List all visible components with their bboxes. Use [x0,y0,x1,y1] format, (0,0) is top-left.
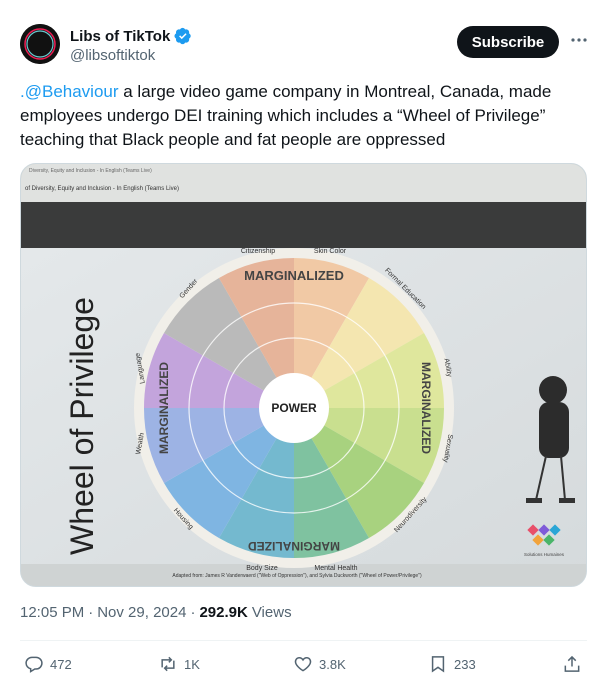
views-label: Views [251,604,292,621]
slide-header-2: of Diversity, Equity and Inclusion - In … [25,186,179,192]
views-count: 292.9K [199,604,248,621]
name-row: Libs of TikTok [70,27,192,45]
category-citizenship: Citizenship [241,248,275,255]
slide-header-1: Diversity, Equity and Inclusion - In Eng… [29,168,152,174]
tweet-media-image[interactable]: Diversity, Equity and Inclusion - In Eng… [20,163,587,587]
author-block: Libs of TikTok @libsoftiktok [70,27,192,64]
marginalized-left-label: MARGINALIZED [157,362,171,454]
category-mental-health: Mental Health [314,565,357,572]
action-bar: 472 1K 3.8K 233 [20,648,590,680]
reply-icon [25,656,43,673]
bookmark-count: 233 [454,656,476,672]
avatar[interactable] [20,24,60,64]
author-handle[interactable]: @libsoftiktok [70,47,156,64]
tweet-header: Libs of TikTok @libsoftiktok Subscribe [20,24,594,68]
wheel-of-privilege-photo: Diversity, Equity and Inclusion - In Eng… [21,164,586,586]
author-display-name[interactable]: Libs of TikTok [70,27,171,45]
category-body-size: Body Size [246,565,278,572]
tweet-time[interactable]: 12:05 PM [20,604,85,621]
tweet-body: a large video game company in Montreal, … [20,82,552,149]
meta-separator: · [88,604,94,621]
repost-icon [161,656,175,672]
slide-caption: Adapted from: James R Vanderwaerd ("Web … [172,573,422,579]
repost-count: 1K [184,656,200,672]
bookmark-button[interactable]: 233 [428,648,476,680]
share-button[interactable] [562,648,582,680]
like-count: 3.8K [319,656,346,672]
reply-count: 472 [50,656,72,672]
reply-button[interactable]: 472 [24,648,72,680]
repost-button[interactable]: 1K [158,648,200,680]
tweet-date[interactable]: Nov 29, 2024 [97,604,187,621]
avatar-logo-icon [20,24,60,64]
privilege-wheel: POWER MARGINALIZED MARGINALIZED MARGINAL… [134,248,454,572]
marginalized-right-label: MARGINALIZED [419,362,433,454]
wheel-center-label: POWER [271,401,317,415]
company-logo-icon [527,524,561,546]
meta-separator: · [190,604,196,621]
category-wealth: Wealth [135,432,146,455]
company-logo-text: Solutions Humaines [524,552,565,557]
divider [20,640,587,641]
mention-link[interactable]: .@Behaviour [20,82,119,101]
share-icon [564,655,580,672]
verified-badge-icon [174,27,191,45]
category-skin-color: Skin Color [314,248,347,255]
marginalized-bottom-label: MARGINALIZED [248,539,340,553]
bookmark-icon [431,656,445,673]
marginalized-top-label: MARGINALIZED [244,268,344,283]
category-ability: Ability [442,358,452,378]
slide-title: Wheel of Privilege [64,297,100,555]
tweet-text: .@Behaviour a large video game company i… [20,80,580,152]
like-button[interactable]: 3.8K [293,648,346,680]
more-options-icon[interactable] [569,30,589,50]
heart-icon [294,656,312,672]
subscribe-button[interactable]: Subscribe [457,26,559,58]
tweet-meta: 12:05 PM · Nov 29, 2024 · 292.9K Views [20,604,292,621]
category-sexuality: Sexuality [441,434,453,464]
hooded-figure-illustration [526,376,575,503]
